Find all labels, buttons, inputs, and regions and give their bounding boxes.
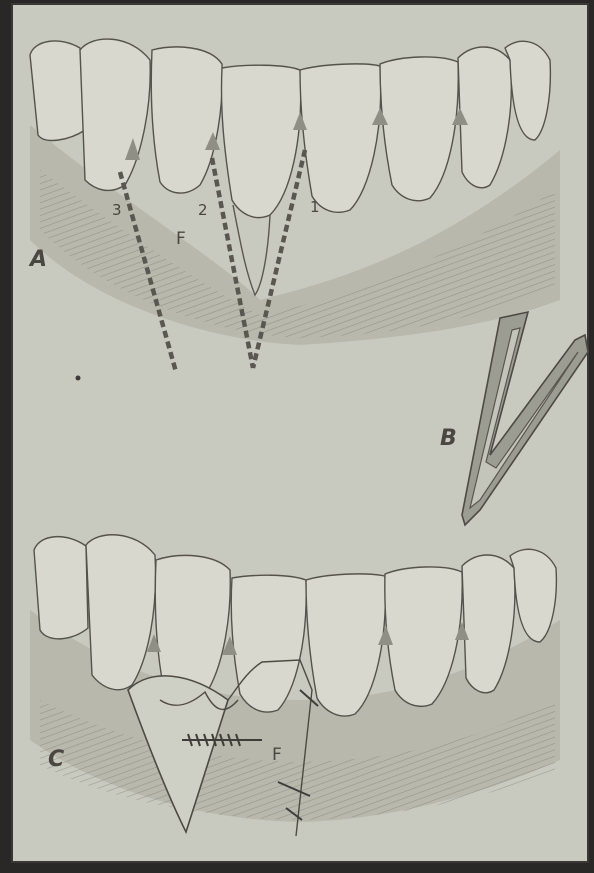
incision-number-2: 2 [198, 201, 208, 219]
flap-label-a: F [176, 229, 186, 249]
panel-label-a: A [28, 247, 47, 272]
flap-label-c: F [272, 745, 282, 765]
tooth-c1 [34, 537, 88, 639]
incision-number-3: 3 [112, 201, 122, 219]
tooth-a1 [30, 41, 85, 140]
speck [76, 376, 81, 381]
panel-label-c: C [48, 747, 64, 772]
panel-label-b: B [440, 426, 457, 451]
incision-number-1: 1 [310, 198, 320, 216]
